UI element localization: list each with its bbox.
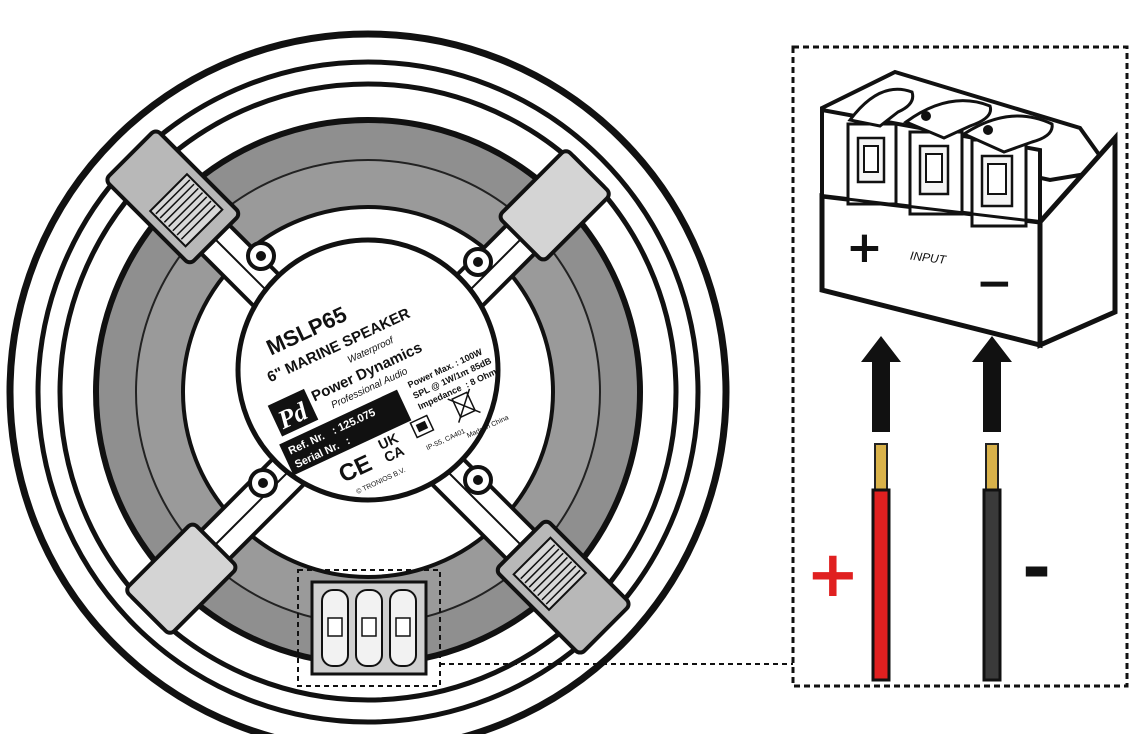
weee-bin-icon: [447, 388, 481, 423]
mounting-clamp-ne: [498, 149, 611, 262]
speaker-terminal-small: [297, 569, 441, 687]
terminal-detail-panel: + INPUT − + -: [791, 45, 1129, 688]
cert-ukca-line2: CA: [381, 442, 406, 465]
terminal-block-large: + INPUT −: [819, 69, 1118, 349]
screw-sw: [248, 468, 278, 498]
terminal-plus-symbol: +: [846, 222, 883, 273]
mounting-clamp-se: [495, 519, 631, 655]
positive-wire-symbol: +: [806, 538, 860, 612]
terminal-minus-symbol: −: [976, 258, 1013, 309]
arrow-up-negative: [972, 336, 1012, 432]
screw-ne: [463, 247, 493, 277]
terminal-slot-2: [908, 130, 964, 216]
ref-serial-box: [279, 389, 412, 476]
negative-wire: [982, 443, 1002, 682]
terminal-slot-3: [970, 138, 1028, 228]
screw-nw: [246, 241, 276, 271]
terminal-lever-1: [847, 87, 915, 128]
positive-wire: [871, 443, 891, 682]
brand-logo-box: [267, 388, 319, 437]
speaker-back-view: MSLP65 6" MARINE SPEAKER Waterproof Pd P…: [6, 30, 730, 734]
mounting-clamp-sw: [125, 522, 238, 635]
terminal-input-label: INPUT: [909, 249, 948, 267]
screw-se: [463, 465, 493, 495]
manual-book-icon: [409, 414, 435, 439]
mounting-clamp-nw: [105, 129, 241, 265]
cert-ukca-line1: UK: [376, 430, 401, 453]
terminal-slot-1: [846, 122, 898, 206]
arrow-up-positive: [861, 336, 901, 432]
negative-wire-symbol: -: [1022, 527, 1051, 609]
terminal-lever-2: [902, 99, 993, 140]
serial-value: :: [344, 435, 352, 447]
terminal-lever-3: [960, 114, 1054, 154]
